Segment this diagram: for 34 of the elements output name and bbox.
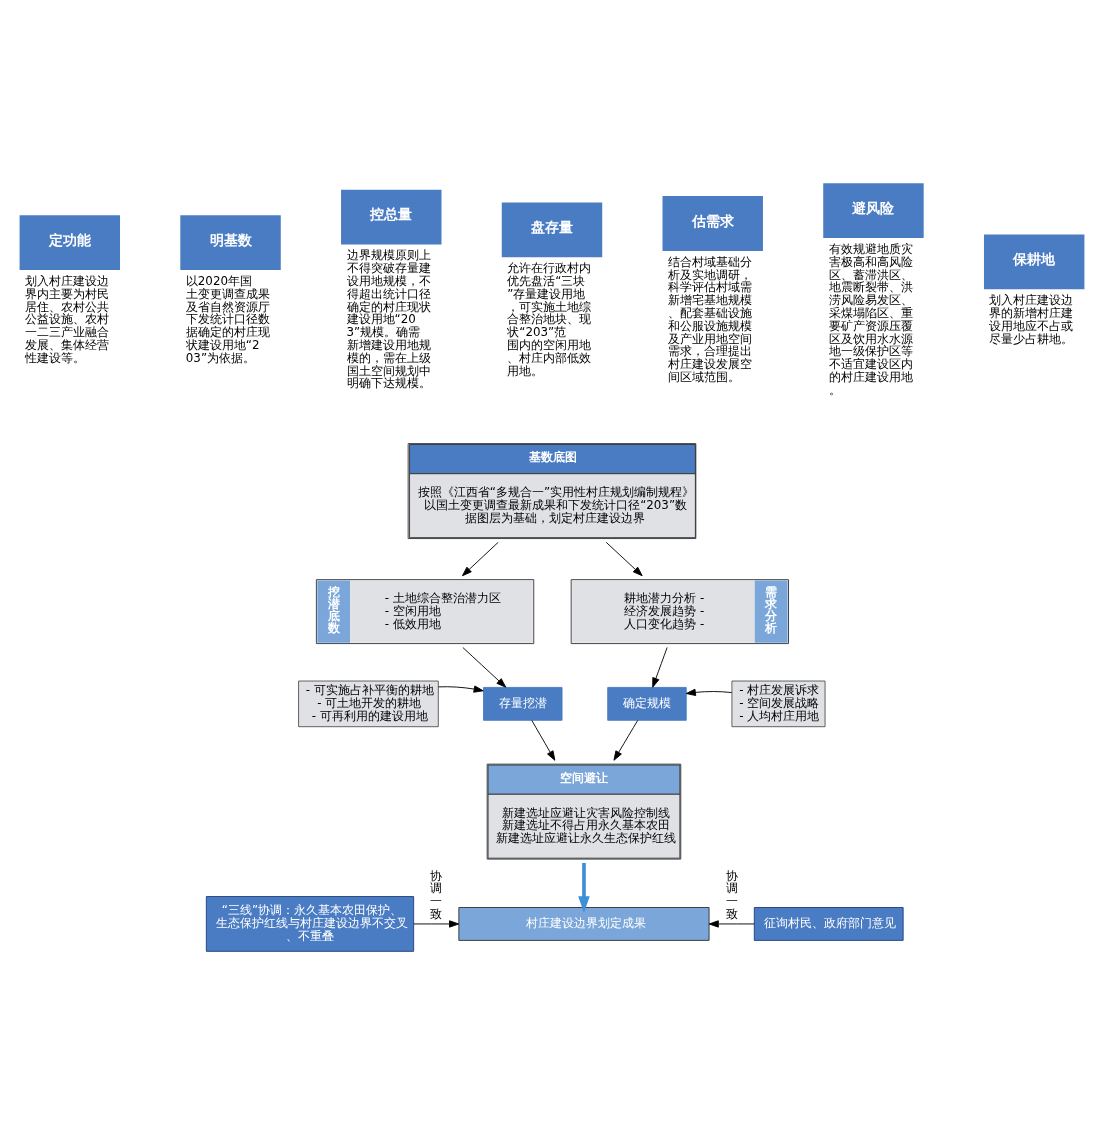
arrow [578,862,590,913]
node-box: 明基数 [180,214,281,270]
node-box: 避风险 [823,182,924,238]
node-box: 存量挖潜 [483,686,563,721]
node-label: 划入村庄建设边界内主要为村民居住、农村公共公益设施、农村一二三产业融合发展、集体经营性建设等。 [25,273,110,365]
node-label: 有效规避地质灾害极高和高风险区、蓄滞洪区、地震断裂带、洪涝风险易发区、采煤塌陷区、重要矿产资源压覆区及饮用水水源地一级保护区等不适宜建设区内的村庄建设用地。 [828,241,913,397]
arrow [652,646,668,688]
node-label: 允许在行政村内优先盘活“三块”存量建设用地，可实施土地综合整治地块、现状“203”范围内的空闲用地、村庄内部低效用地。 [507,260,592,378]
node-box: 定功能 [19,214,121,270]
edge-label: 协调一致 [430,868,443,921]
edge-label: 协调一致 [725,868,738,921]
node-box: “三线”协调：永久基本农田保护、生态保护红线与村庄建设边界不交叉、不重叠 [205,895,415,952]
arrow [613,719,639,761]
node-box: 村庄建设边界划定成果 [458,906,710,941]
node-label: 结合村域基础分析及实地调研，科学评估村域需新增宅基地规模、配套基础设施和公服设施规模及产业用地空间需求，合理提出村庄建设发展空间区域范围。 [667,254,752,384]
arrow [462,646,507,688]
node-box: 估需求 [662,195,763,251]
node-box: - 村庄发展诉求 - 空间发展战略 - 人均村庄用地 [731,680,826,727]
node-box: 保耕地 [983,233,1085,289]
arrow [462,541,499,576]
node-box: 确定规模 [607,686,687,721]
arrow [708,919,755,928]
node-box: 控总量 [341,189,442,244]
arrow [605,541,643,576]
arrow [531,719,556,761]
node-label: 以2020年国土变更调查成果及省自然资源厅下发统计口径数据确定的村庄现状建设用地“203”为依据。 [185,273,270,365]
node-label: 边界规模原则上不得突破存量建设用地规模，不得超出统计口径确定的村庄现状建设用地“203”规模。确需新增建设用地规模的，需在上级国土空间规划中明确下达规模。 [346,247,431,390]
arrow [437,685,484,693]
node-box: - 可实施占补平衡的耕地 - 可土地开发的耕地 - 可再利用的建设用地 [298,680,439,727]
node-box: 征询村民、政府部门意见 [753,906,904,941]
arrow [413,919,460,928]
node-label: 划入村庄建设边界的新增村庄建设用地应不占或尽量少占耕地。 [989,292,1074,346]
arrow [685,688,733,696]
node-box: 盘存量 [501,202,603,257]
